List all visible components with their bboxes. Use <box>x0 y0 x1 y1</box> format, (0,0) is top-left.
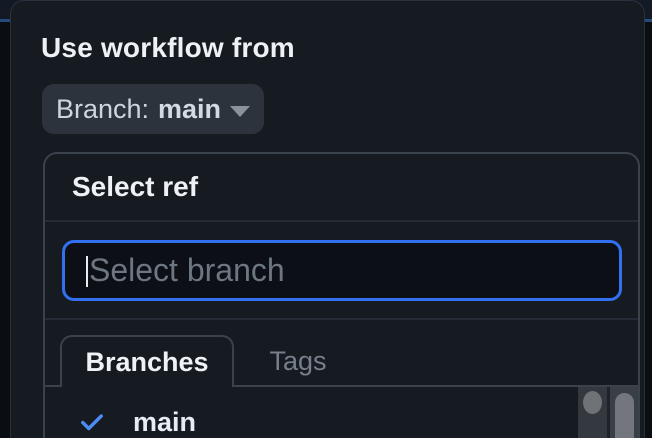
ref-selector-header: Select ref <box>45 154 638 220</box>
tab-tags[interactable]: Tags <box>234 335 362 387</box>
scrollbar-seam <box>607 387 610 438</box>
panel-scrollbar-thumb[interactable] <box>614 393 634 438</box>
branch-search-input[interactable] <box>62 240 622 301</box>
caret-down-icon <box>230 105 251 117</box>
tab-branches[interactable]: Branches <box>60 335 234 387</box>
workflow-dispatch-popover: Use workflow from Branch: main Select re… <box>10 0 645 438</box>
divider <box>45 220 638 222</box>
branch-button-prefix: Branch: <box>55 93 150 124</box>
ref-selector-panel: Select ref Branches Tags main <box>43 152 640 438</box>
text-cursor <box>86 256 88 287</box>
list-scrollbar-track[interactable] <box>578 387 607 438</box>
ref-list-item-label: main <box>133 407 197 437</box>
ref-tabs: Branches Tags <box>45 320 638 387</box>
tab-tags-label: Tags <box>269 345 327 376</box>
tab-branches-label: Branches <box>85 346 209 377</box>
list-scrollbar-thumb[interactable] <box>583 391 602 414</box>
search-section <box>45 222 638 318</box>
popover-title: Use workflow from <box>41 32 295 63</box>
panel-scrollbar-track[interactable] <box>610 387 638 438</box>
divider <box>45 318 638 320</box>
ref-list: main <box>45 387 638 438</box>
branch-select-button[interactable]: Branch: main <box>42 84 264 134</box>
branch-button-value: main <box>158 93 222 124</box>
check-icon <box>81 414 103 431</box>
ref-list-item-main[interactable]: main <box>45 387 638 437</box>
ref-selector-title: Select ref <box>72 171 199 202</box>
